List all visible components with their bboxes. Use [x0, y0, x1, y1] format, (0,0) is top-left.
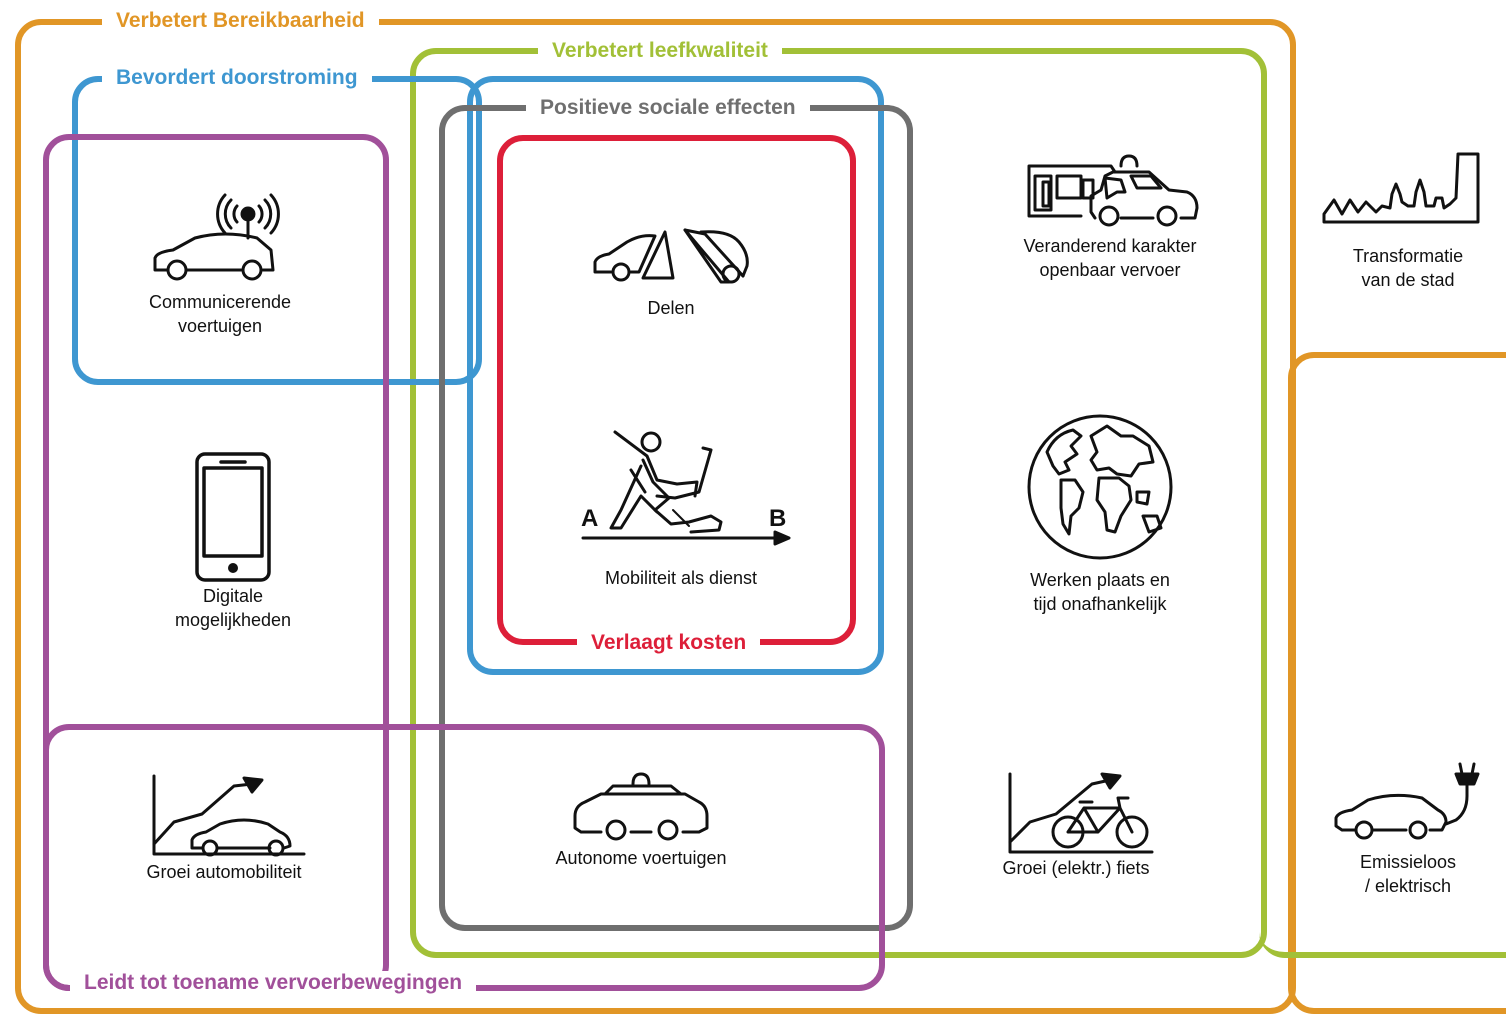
node-werken: Werken plaats en tijd onafhankelijk	[1000, 412, 1200, 616]
frame-leefkwaliteit-right	[1259, 580, 1506, 958]
mask-doorstroming-join	[73, 160, 79, 370]
bus-taxi-icon	[1027, 154, 1199, 227]
node-digitale-label-2: mogelijkheden	[174, 610, 292, 630]
frame-leefkwaliteit	[410, 48, 1267, 958]
node-fiets: Groei (elektr.) fiets	[976, 770, 1176, 880]
title-leefkwaliteit: Verbetert leefkwaliteit	[538, 39, 782, 63]
node-autonome: Autonome voertuigen	[541, 770, 741, 870]
node-werken-label-2: tijd onafhankelijk	[1033, 594, 1167, 614]
node-fiets-label: Groei (elektr.) fiets	[1002, 858, 1150, 878]
node-communicerende-label-1: Communicerende	[148, 292, 292, 312]
frame-bereikbaarheid-right	[1288, 352, 1506, 1014]
node-ov-label-2: openbaar vervoer	[1039, 260, 1181, 280]
title-bereikbaarheid: Verbetert Bereikbaarheid	[102, 9, 379, 33]
electric-car-icon	[1334, 762, 1480, 840]
bike-growth-chart-icon	[1008, 772, 1154, 854]
node-digitale-label-1: Digitale	[202, 586, 264, 606]
node-emissieloos-label-1: Emissieloos	[1359, 852, 1457, 872]
node-emissieloos-label-2: / elektrisch	[1364, 876, 1452, 896]
point-a-label: A	[581, 505, 598, 532]
node-emissieloos: Emissieloos / elektrisch	[1308, 760, 1506, 898]
node-digitale: Digitale mogelijkheden	[133, 452, 333, 632]
title-doorstroming: Bevordert doorstroming	[102, 66, 372, 90]
node-delen: Delen	[571, 226, 771, 320]
title-vervoerbewegingen: Leidt tot toename vervoerbewegingen	[70, 971, 477, 995]
node-maas: A B Mobiliteit als dienst	[566, 420, 796, 590]
car-growth-chart-icon	[152, 774, 306, 857]
node-groei-auto: Groei automobiliteit	[124, 774, 324, 884]
person-a-to-b-icon: A B	[581, 430, 791, 546]
node-autonome-label: Autonome voertuigen	[555, 848, 727, 868]
point-b-label: B	[769, 505, 786, 532]
node-communicerende: Communicerende voertuigen	[110, 190, 330, 338]
node-werken-label-1: Werken plaats en	[1030, 570, 1170, 590]
node-ov-label-1: Veranderend karakter	[1023, 236, 1197, 256]
node-delen-label: Delen	[647, 298, 695, 318]
shared-car-icon	[593, 228, 749, 284]
globe-icon	[1027, 414, 1173, 560]
smartphone-icon	[195, 452, 271, 582]
title-sociaal: Positieve sociale effecten	[526, 96, 810, 120]
node-stad: Transformatie van de stad	[1308, 150, 1506, 292]
city-skyline-icon	[1322, 152, 1480, 224]
autonomous-car-icon	[573, 772, 709, 841]
title-kosten: Verlaagt kosten	[577, 631, 761, 655]
node-maas-label: Mobiliteit als dienst	[604, 568, 758, 588]
node-groei-auto-label: Groei automobiliteit	[146, 862, 302, 882]
node-ov: Veranderend karakter openbaar vervoer	[1000, 152, 1220, 282]
node-stad-label-2: van de stad	[1361, 270, 1455, 290]
node-communicerende-label-2: voertuigen	[177, 316, 263, 336]
connected-car-icon	[153, 193, 280, 281]
frame-doorstroming-lower	[467, 76, 884, 675]
node-stad-label-1: Transformatie	[1352, 246, 1464, 266]
